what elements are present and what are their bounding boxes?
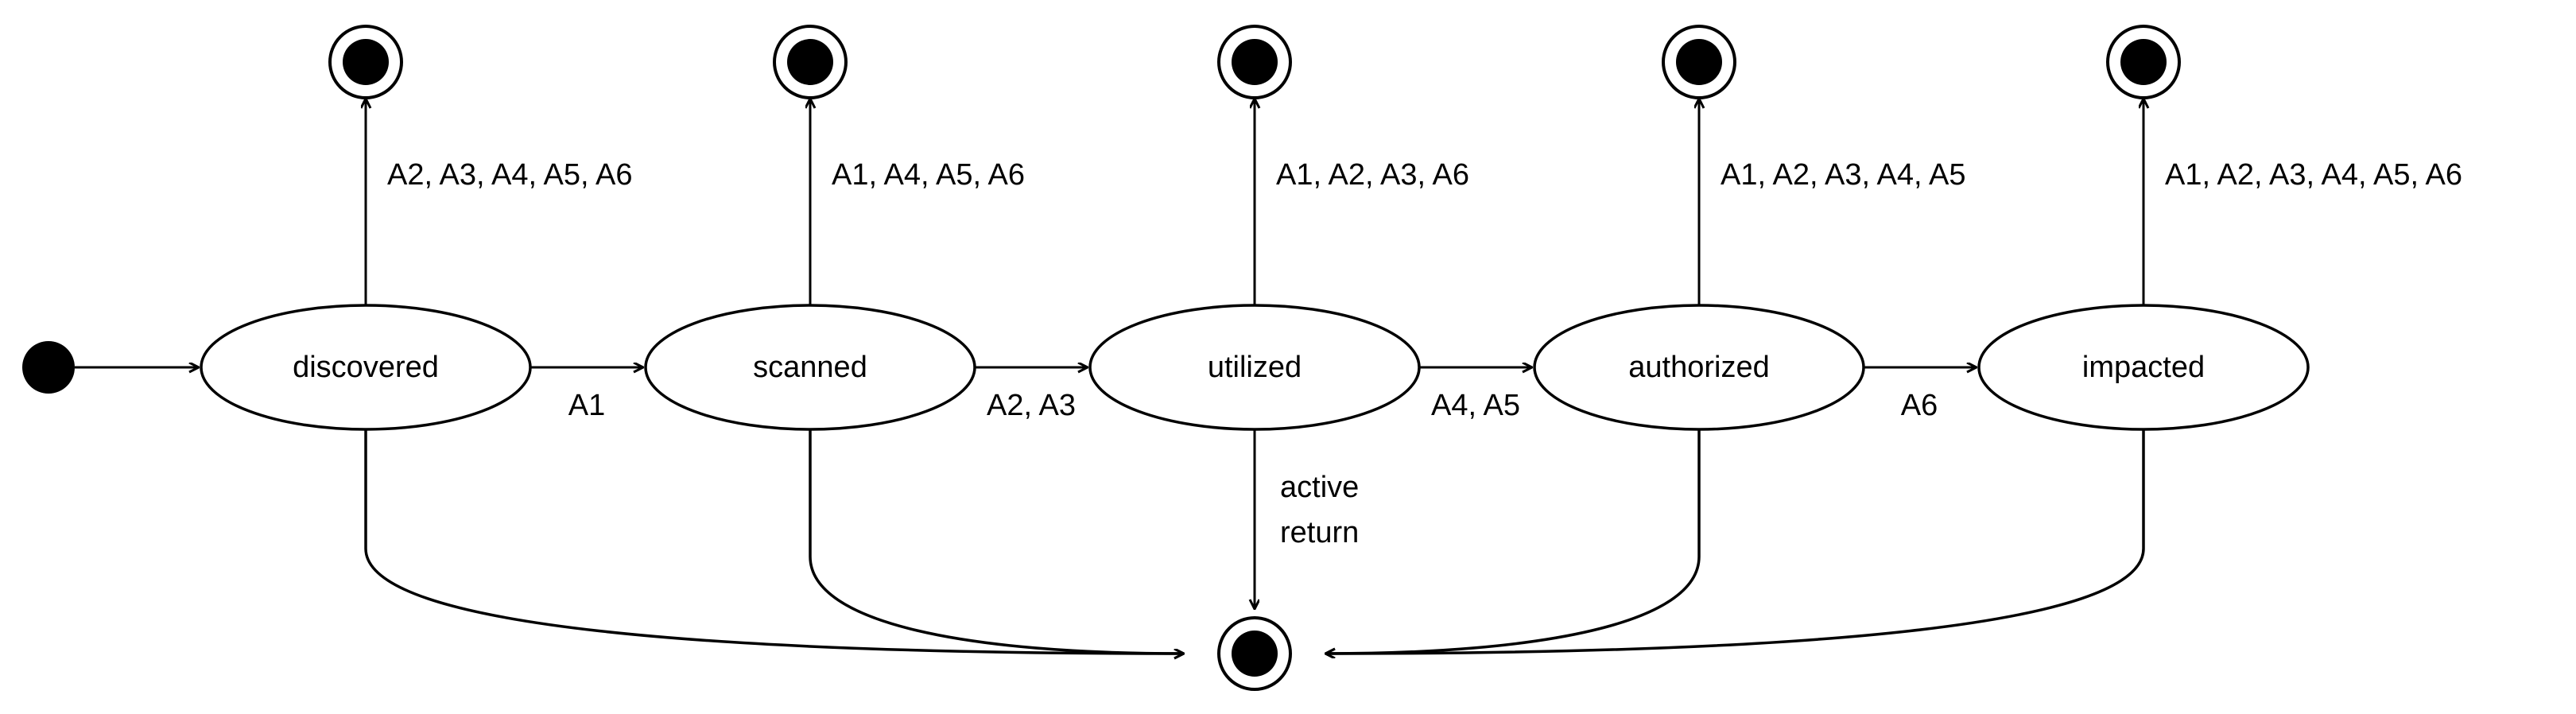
state-authorized-label: authorized xyxy=(1628,351,1769,384)
final-state-bottom xyxy=(1217,616,1292,691)
final-state-inner-circle xyxy=(1676,39,1722,85)
initial-pseudostate xyxy=(22,341,75,394)
edge-label-active-return-line2: return xyxy=(1280,516,1359,549)
final-state-inner-circle xyxy=(343,39,389,85)
final-state-top-discovered xyxy=(328,25,403,99)
edge-label-discovered-final: A2, A3, A4, A5, A6 xyxy=(387,158,632,192)
initial-state-dot xyxy=(22,341,75,394)
edge-impacted-to-final-bottom xyxy=(1326,429,2145,654)
state-scanned-label: scanned xyxy=(753,351,867,384)
edge-label-utilized-to-authorized: A4, A5 xyxy=(1431,389,1520,422)
final-state-top-scanned xyxy=(773,25,848,99)
state-discovered-label: discovered xyxy=(293,351,439,384)
edge-label-utilized-final: A1, A2, A3, A6 xyxy=(1276,158,1469,192)
edge-label-scanned-to-utilized: A2, A3 xyxy=(987,389,1076,422)
final-state-inner-circle xyxy=(1232,39,1278,85)
state-scanned[interactable]: scanned xyxy=(644,304,976,431)
edge-label-authorized-to-impacted: A6 xyxy=(1901,389,1938,422)
final-state-top-authorized xyxy=(1662,25,1736,99)
state-discovered[interactable]: discovered xyxy=(200,304,532,431)
final-state-inner-circle xyxy=(2120,39,2167,85)
final-state-top-impacted xyxy=(2106,25,2181,99)
edge-authorized-to-final-bottom xyxy=(1326,429,1701,654)
final-state-inner-circle xyxy=(1232,631,1278,677)
edge-scanned-to-final-bottom xyxy=(809,429,1183,654)
state-impacted[interactable]: impacted xyxy=(1977,304,2310,431)
state-impacted-label: impacted xyxy=(2082,351,2205,384)
edge-label-scanned-final: A1, A4, A5, A6 xyxy=(832,158,1025,192)
final-state-top-utilized xyxy=(1217,25,1292,99)
edge-discovered-to-final-bottom xyxy=(364,429,1183,654)
state-authorized[interactable]: authorized xyxy=(1533,304,1865,431)
state-utilized-label: utilized xyxy=(1208,351,1302,384)
edge-label-discovered-to-scanned: A1 xyxy=(568,389,605,422)
edge-label-authorized-final: A1, A2, A3, A4, A5 xyxy=(1721,158,1965,192)
final-state-inner-circle xyxy=(787,39,833,85)
edge-label-active-return-line1: active xyxy=(1280,471,1359,504)
state-utilized[interactable]: utilized xyxy=(1088,304,1421,431)
edge-label-impacted-final: A1, A2, A3, A4, A5, A6 xyxy=(2165,158,2462,192)
